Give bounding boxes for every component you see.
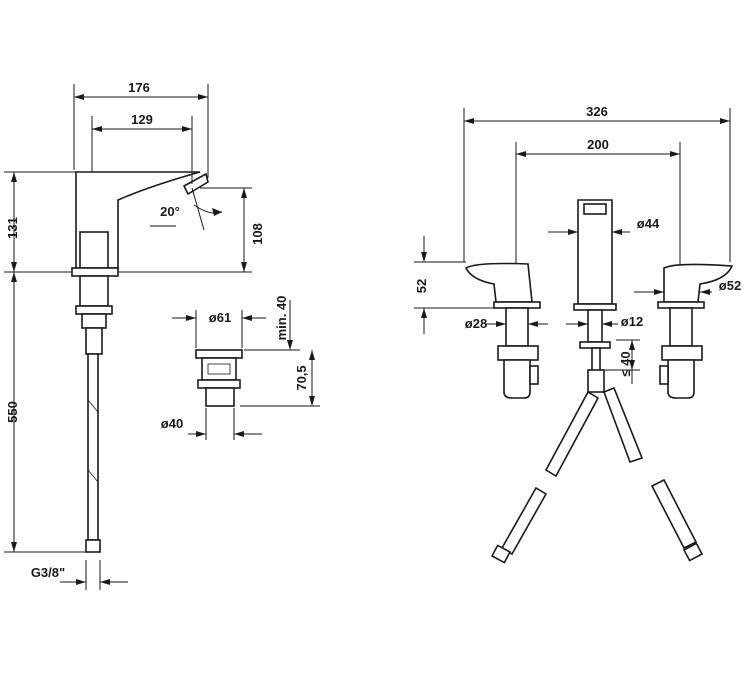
dim-le40: ≤ 40 (618, 351, 633, 376)
spout-shank (587, 309, 603, 343)
drain-outlet (205, 387, 235, 407)
single-tap-hose (87, 353, 99, 541)
drain-cap (195, 349, 243, 359)
dim-131: 131 (5, 217, 20, 239)
single-tap-hose-break (87, 399, 99, 483)
dim-200: 200 (587, 137, 609, 152)
right-handle (663, 263, 734, 303)
single-tap-shank (79, 275, 109, 307)
single-tap-hose-nut (85, 539, 101, 553)
left-nut (497, 345, 539, 361)
dim-angle-20: 20° (160, 204, 180, 219)
dim-326: 326 (586, 104, 608, 119)
dim-129: 129 (131, 112, 153, 127)
spout-connector (587, 369, 605, 393)
spout-base (573, 303, 617, 311)
left-handle-base (493, 301, 541, 309)
single-tap-lever-window (79, 231, 109, 269)
right-shank (669, 307, 693, 347)
dim-min40: min. 40 (274, 296, 289, 341)
single-tap-drawing: 176 129 20° 131 108 550 (4, 80, 265, 590)
left-shank (505, 307, 529, 347)
dim-176: 176 (128, 80, 150, 95)
single-tap-fixing-rod (85, 327, 103, 355)
right-outlet (659, 365, 669, 385)
dim-g38: G3/8" (31, 565, 65, 580)
right-valve-body (667, 359, 695, 399)
dim-d40: ø40 (161, 416, 183, 431)
left-valve-body (503, 359, 531, 399)
single-tap-fixing (81, 313, 107, 329)
center-spout (577, 199, 613, 305)
drain-flange (197, 379, 241, 389)
dim-d52: ø52 (719, 278, 741, 293)
dim-d44: ø44 (637, 216, 660, 231)
spout-aerator (583, 203, 607, 215)
hose-left-lower (500, 486, 548, 556)
dim-d12: ø12 (621, 314, 643, 329)
drain-drawing: ø61 min. 40 70,5 ø40 (161, 296, 320, 440)
right-handle-base (657, 301, 705, 309)
hose-left-nut (490, 544, 512, 564)
hose-left-upper (544, 390, 600, 478)
hose-right-lower (650, 478, 698, 550)
drain-window (207, 363, 231, 375)
dim-52: 52 (414, 279, 429, 293)
dim-550: 550 (5, 401, 20, 423)
drain-body (201, 357, 237, 381)
single-tap-aerator (182, 172, 209, 196)
left-outlet (529, 365, 539, 385)
hose-right-nut (682, 542, 704, 562)
hose-right-upper (602, 386, 644, 464)
dim-108: 108 (250, 223, 265, 245)
left-handle (464, 262, 533, 303)
dim-705: 70,5 (294, 365, 309, 390)
dim-d61: ø61 (209, 310, 231, 325)
three-hole-tap-drawing: 326 200 ø44 52 ø52 ø28 (414, 104, 741, 564)
spout-washer (579, 341, 611, 349)
single-tap-base (71, 267, 119, 277)
dim-d28: ø28 (465, 316, 487, 331)
single-tap-nut (75, 305, 113, 315)
right-nut (661, 345, 703, 361)
